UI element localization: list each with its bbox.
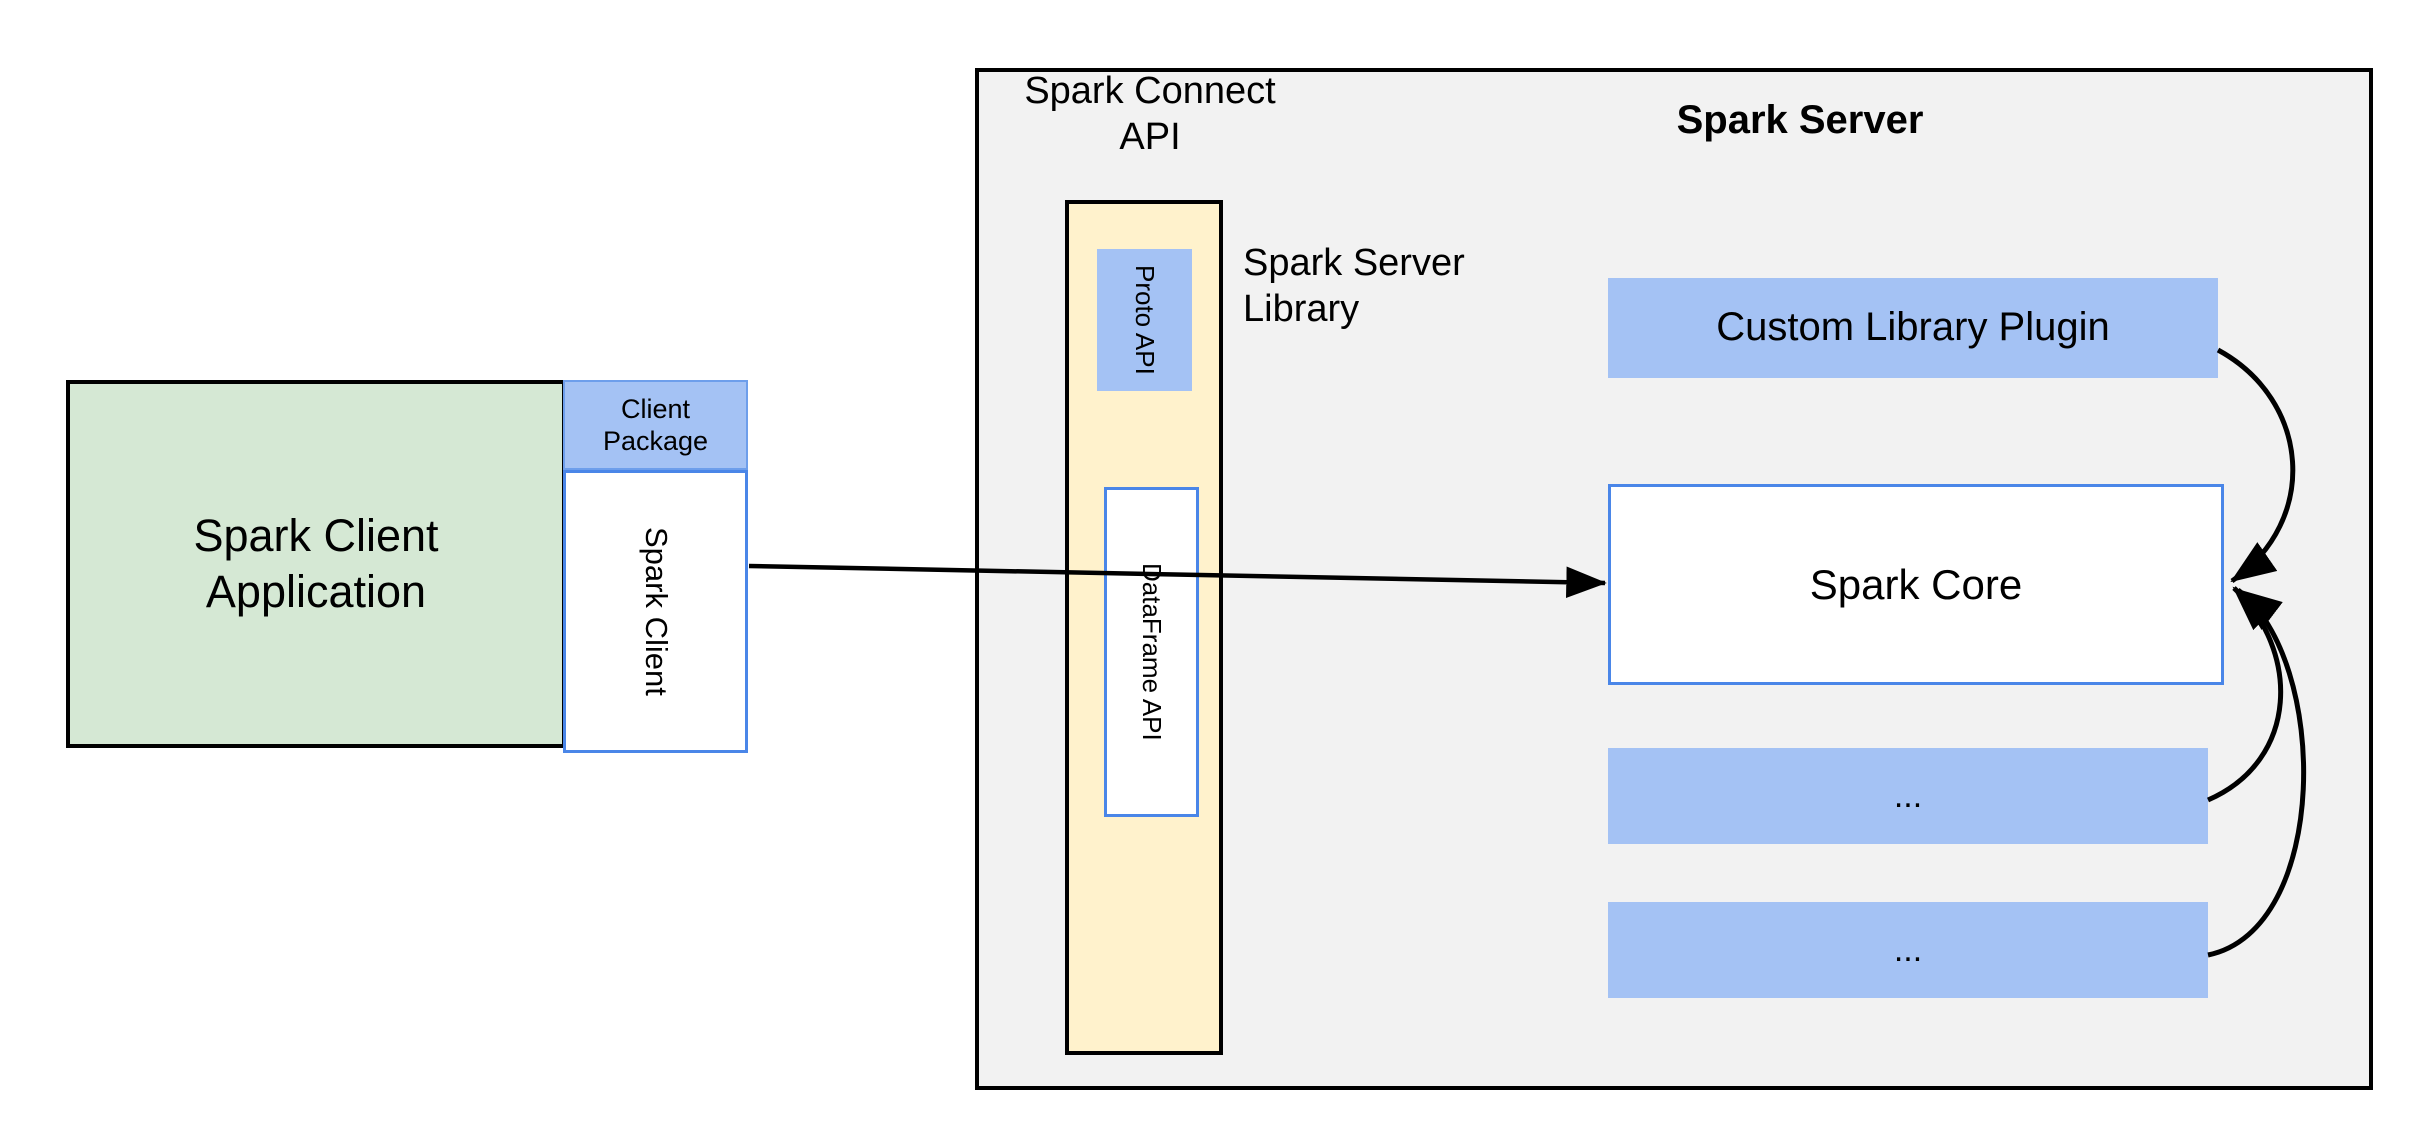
proto-api-box[interactable]: Proto API (1097, 249, 1192, 391)
spark-client-label: Spark Client (638, 527, 674, 696)
spark-client-application-box[interactable]: Spark Client Application (66, 380, 566, 748)
spark-connect-api-label-line2: API (1119, 116, 1181, 159)
spark-client-application-line2: Application (205, 566, 427, 617)
dataframe-api-box[interactable]: DataFrame API (1104, 487, 1199, 817)
spark-core-label: Spark Core (1809, 560, 2023, 608)
spark-server-library-label: Spark Server Library (1243, 240, 1543, 333)
dataframe-api-label: DataFrame API (1136, 563, 1167, 741)
placeholder-component-label-1: ... (1893, 776, 1923, 815)
spark-client-box[interactable]: Spark Client (563, 470, 748, 753)
spark-server-library-label-line2: Library (1243, 288, 1360, 331)
custom-library-plugin-label: Custom Library Plugin (1716, 305, 2110, 350)
spark-server-title: Spark Server (1676, 98, 1924, 142)
client-package-label-line1: Client (620, 393, 690, 424)
placeholder-component-box-2[interactable]: ... (1608, 902, 2208, 998)
placeholder-component-box-1[interactable]: ... (1608, 748, 2208, 844)
placeholder-component-label-2: ... (1893, 930, 1923, 969)
spark-core-box[interactable]: Spark Core (1608, 484, 2224, 685)
client-package-box[interactable]: Client Package (563, 380, 748, 470)
client-package-label-line2: Package (602, 426, 709, 456)
proto-api-label: Proto API (1129, 265, 1160, 375)
custom-library-plugin-box[interactable]: Custom Library Plugin (1608, 278, 2218, 378)
spark-connect-api-label: Spark Connect API (1005, 68, 1295, 161)
spark-client-application-line1: Spark Client (193, 509, 439, 561)
spark-connect-api-label-line1: Spark Connect (1024, 70, 1276, 112)
spark-server-library-label-line1: Spark Server (1243, 242, 1465, 284)
